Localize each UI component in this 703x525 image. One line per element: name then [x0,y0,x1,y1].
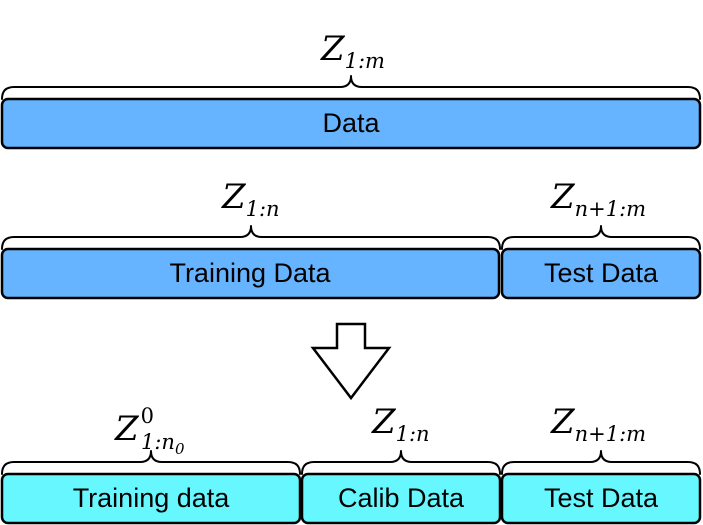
calib-data-box-label: Calib Data [338,483,465,513]
label-z-1-n-calib: Z1:n [371,402,430,446]
brace-test-data-2 [501,450,701,475]
label-z-1-n: Z1:n [221,177,280,221]
label-z-n1-m-test: Zn+1:m [550,402,646,446]
test-data-box-label: Test Data [544,258,659,288]
training-data-small-box-label: Training data [73,483,231,513]
test-data-box-2 [500,472,702,525]
training-data-small-box [0,472,302,525]
label-z-n1-m: Zn+1:m [550,177,646,221]
training-data-box-label: Training Data [169,258,331,288]
brace-test-data [501,225,701,250]
data-box-label: Data [322,108,380,138]
brace-training-data-0 [1,450,301,475]
down-arrow-icon [310,322,392,401]
calib-data-box [300,472,502,525]
training-data-box [0,247,501,300]
brace-training-data [1,225,501,250]
brace-calib-data [301,450,501,475]
brace-full-data [1,75,701,100]
test-data-box-2-label: Test Data [544,483,659,513]
test-data-box [500,247,702,300]
data-box [0,97,702,150]
label-z-1-m: Z1:m [320,29,385,73]
